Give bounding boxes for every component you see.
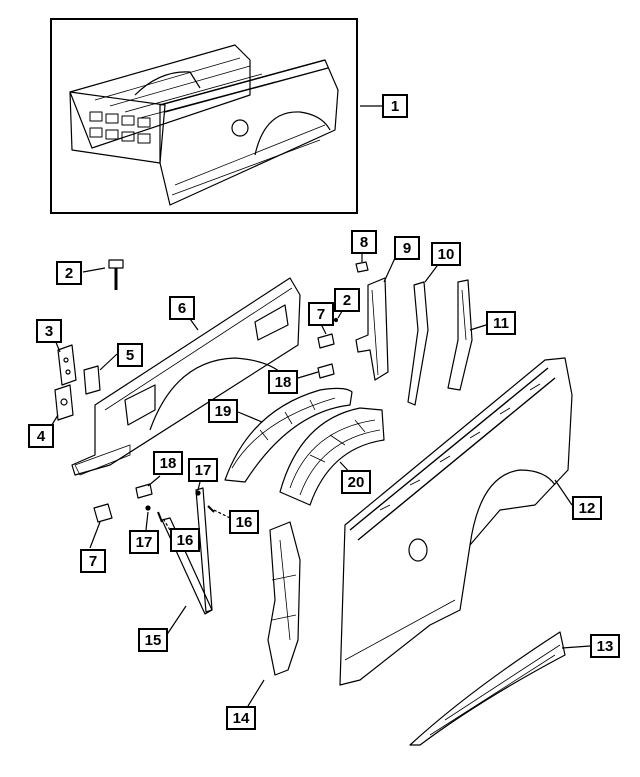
callout-1: 1 (382, 94, 408, 118)
callout-17: 17 (188, 458, 218, 482)
callout-2: 2 (56, 261, 82, 285)
callout-5: 5 (117, 343, 143, 367)
rear-pillar-part-14 (267, 521, 301, 676)
callout-16: 16 (229, 510, 259, 534)
bracket-part-3 (57, 344, 77, 386)
callout-11: 11 (486, 311, 516, 335)
brace-part-15 (161, 487, 213, 615)
clip-part-7-lower (93, 503, 113, 523)
callout-3: 3 (36, 319, 62, 343)
clip-part-8 (355, 261, 369, 273)
callout-6: 6 (169, 296, 195, 320)
outer-side-panel-part-12 (339, 357, 573, 686)
callout-15: 15 (138, 628, 168, 652)
front-pillar-part-9 (355, 277, 389, 381)
callout-10: 10 (431, 242, 461, 266)
complete-pickup-box-illustration (69, 44, 339, 206)
clip-part-18-left (135, 483, 153, 499)
callout-12: 12 (572, 496, 602, 520)
pillar-part-11 (447, 279, 473, 391)
callout-4: 4 (28, 424, 54, 448)
bracket-part-4 (54, 384, 74, 421)
callout-9: 9 (394, 236, 420, 260)
bracket-part-5 (83, 365, 101, 395)
callout-8: 8 (351, 230, 377, 254)
callout-20: 20 (341, 470, 371, 494)
clip-part-7-upper (317, 333, 335, 349)
complete-assembly-inset-frame (50, 18, 358, 214)
callout-18: 18 (153, 451, 183, 475)
fastener-part-17-right (195, 490, 201, 496)
callout-17: 17 (129, 530, 159, 554)
callout-14: 14 (226, 706, 256, 730)
wheelhouse-part-19 (224, 387, 353, 483)
inner-wheelhouse-part-20 (279, 407, 385, 506)
callout-19: 19 (208, 399, 238, 423)
fastener-part-17-left (145, 505, 151, 511)
callout-18: 18 (268, 370, 298, 394)
left-inner-panel-part-6 (71, 277, 301, 476)
wheel-flare-part-13 (409, 631, 566, 746)
bolt-part-2 (108, 259, 124, 290)
callout-13: 13 (590, 634, 620, 658)
callout-7: 7 (80, 549, 106, 573)
clip-part-18-right (317, 363, 335, 379)
callout-2: 2 (334, 288, 360, 312)
callout-16: 16 (170, 528, 200, 552)
reinforcement-part-10 (407, 281, 429, 406)
fastener-part-16-left (157, 511, 163, 523)
fastener-part-16-right (207, 505, 215, 513)
callout-7: 7 (308, 302, 334, 326)
